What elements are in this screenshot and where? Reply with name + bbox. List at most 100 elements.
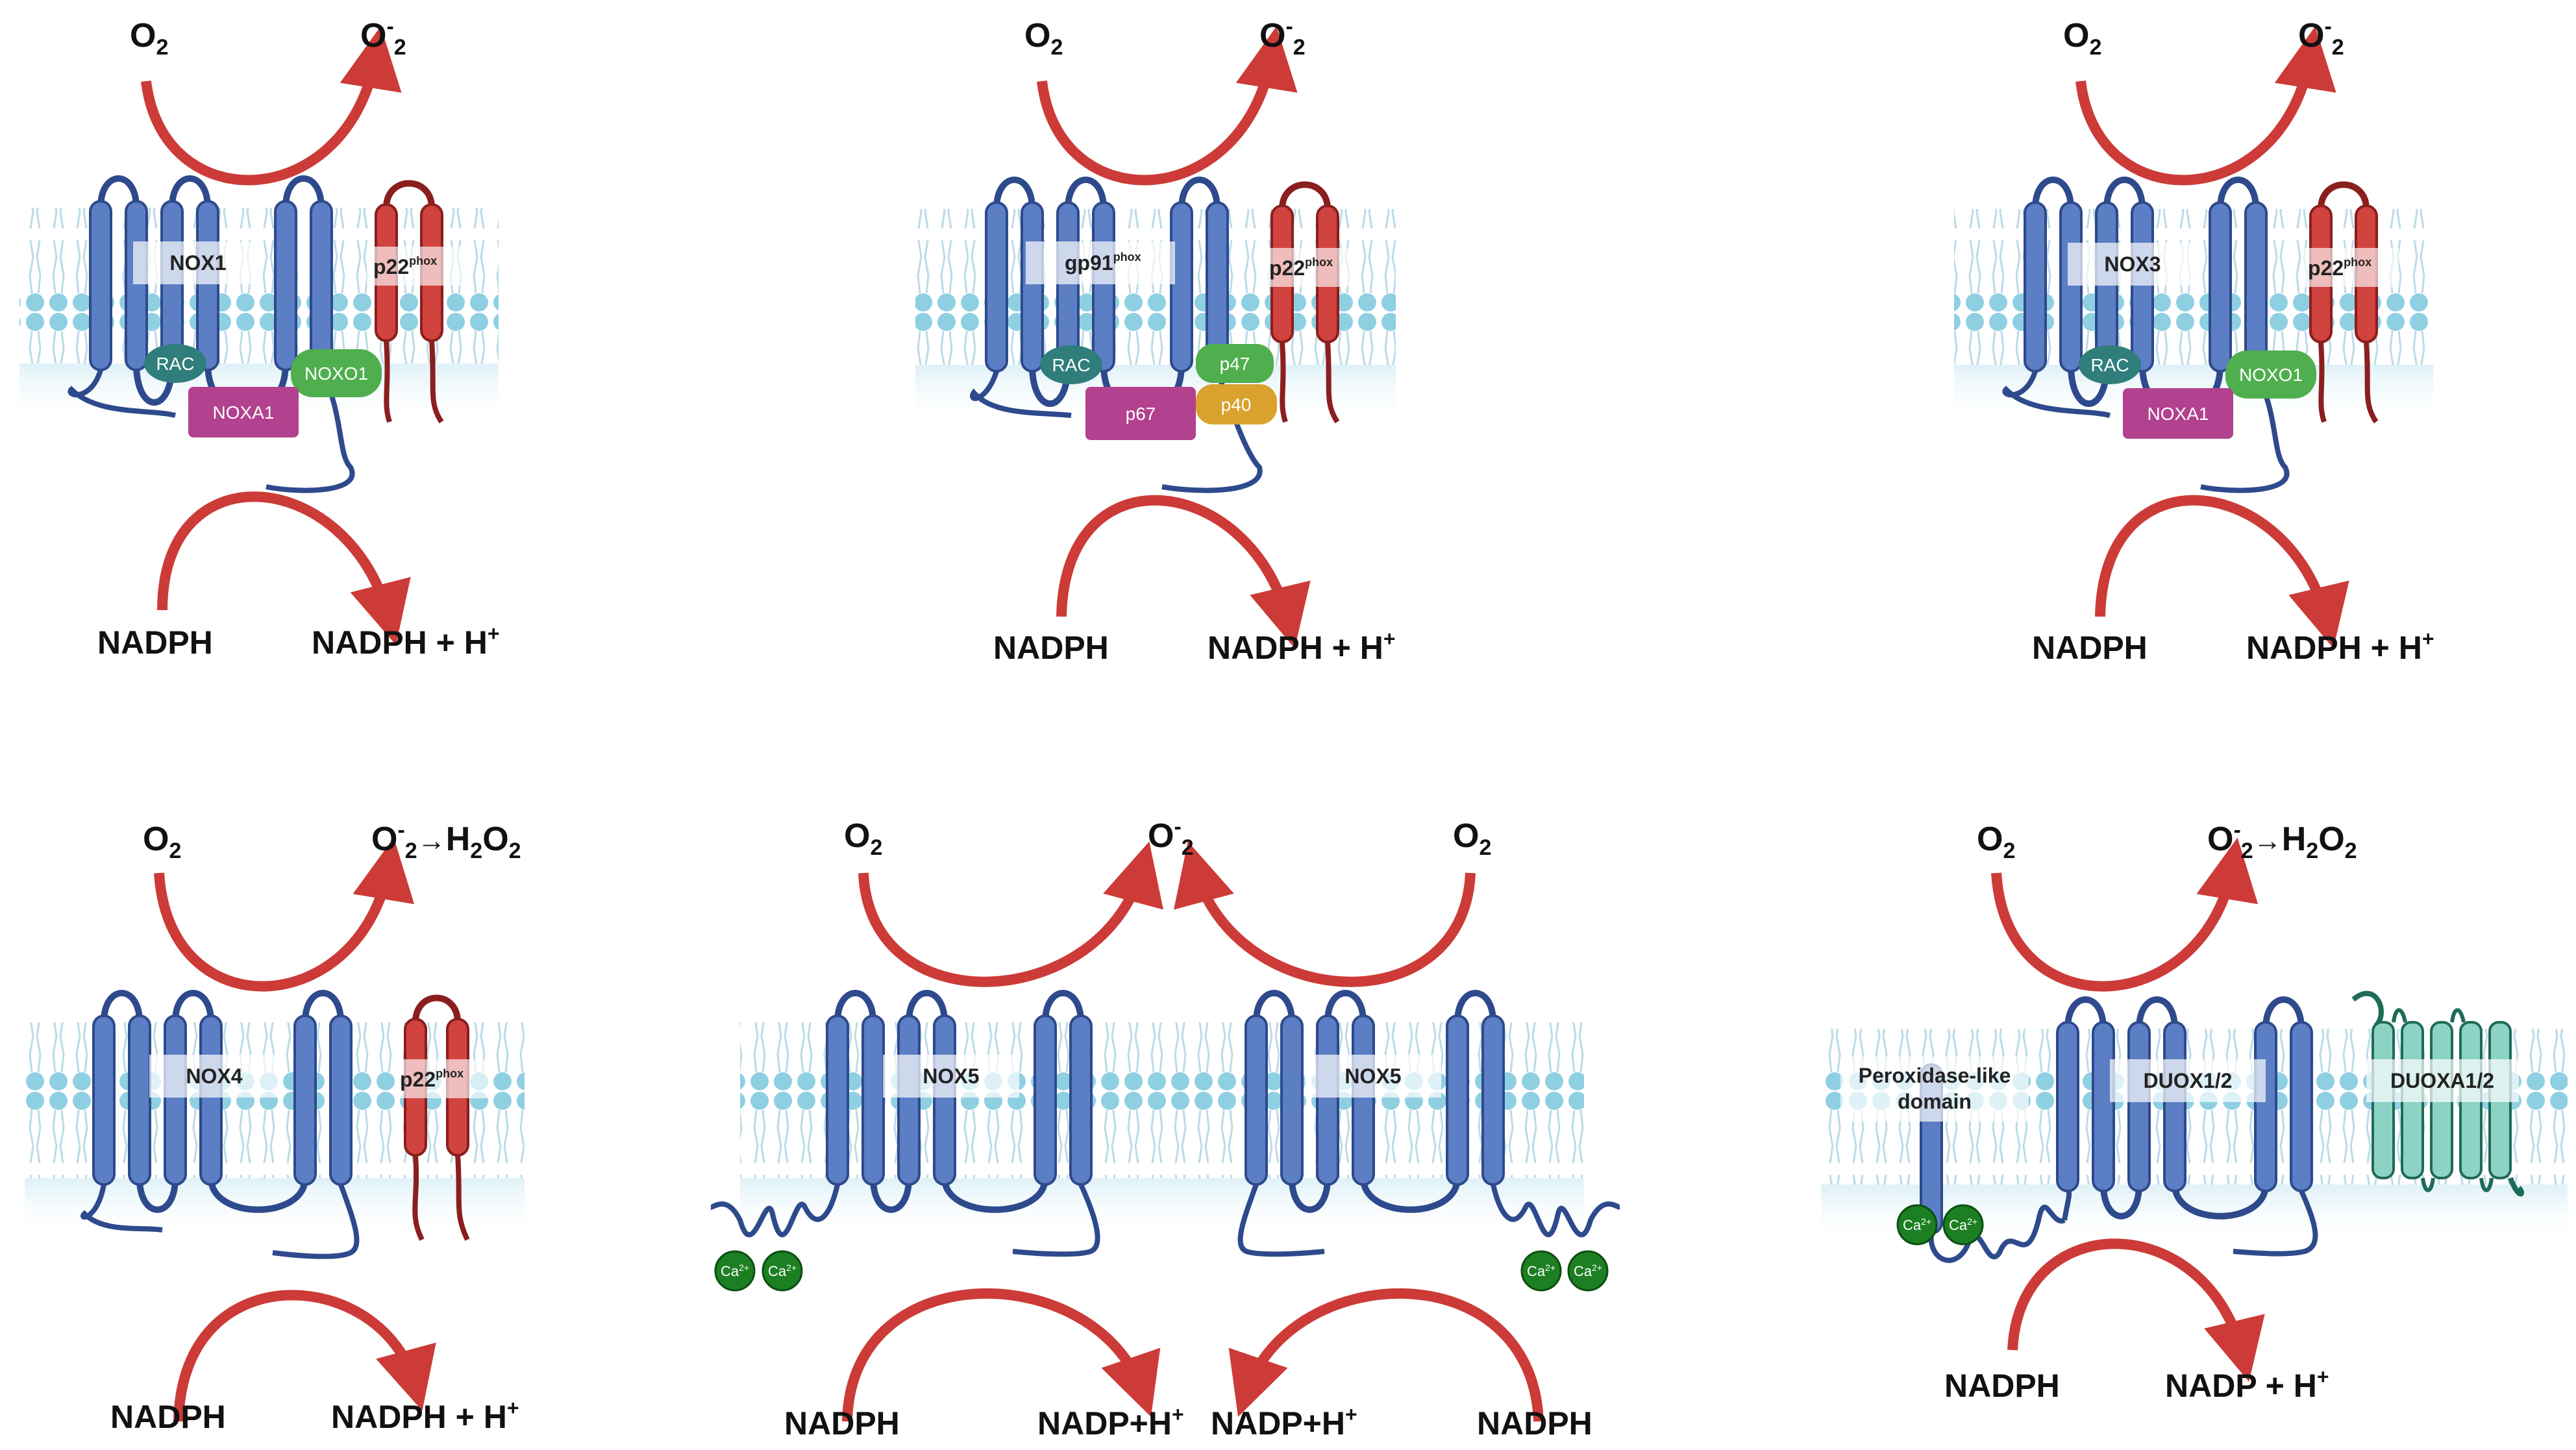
nadph-h-label: NADPH + H+ xyxy=(2246,627,2434,666)
peroxidase-label-line2: domain xyxy=(1898,1090,1972,1113)
nox5-right-helices xyxy=(1237,990,1621,1257)
calcium-right-1: Ca2+ xyxy=(1520,1250,1562,1292)
nadp-h-label-left: NADP+H+ xyxy=(1037,1403,1184,1442)
nox4-label: NOX4 xyxy=(186,1064,242,1088)
o2-label: O2 xyxy=(1977,820,2015,863)
o2-label: O2 xyxy=(2063,17,2101,60)
p40-label: p40 xyxy=(1221,395,1252,415)
superoxide-label: O-2 xyxy=(360,14,406,60)
p22phox-label-box xyxy=(367,247,464,286)
nox5-right-label-box xyxy=(1305,1055,1441,1098)
duox-label: DUOX1/2 xyxy=(2144,1069,2233,1092)
superoxide-arrow xyxy=(154,837,415,992)
nox1-label-box xyxy=(133,241,263,284)
nadph-label-right: NADPH xyxy=(1477,1405,1592,1442)
duoxa-label-box xyxy=(2366,1059,2519,1102)
panel-nox4: O2 O-2→H2O2 NOX4 p22phox NADPH NADPH + H… xyxy=(25,818,525,1435)
nox3-helices xyxy=(2002,177,2290,493)
p22phox-label: p22phox xyxy=(2308,256,2372,280)
nox5-left-label-box xyxy=(883,1055,1019,1098)
nadph-arrow xyxy=(1056,495,1311,648)
superoxide-arrow xyxy=(2075,26,2336,186)
o2-label-left: O2 xyxy=(844,817,882,860)
nox1-label: NOX1 xyxy=(169,251,226,275)
superoxide-h2o2-label: O-2→H2O2 xyxy=(2207,818,2357,863)
nadph-label: NADPH xyxy=(97,624,213,661)
noxo1-subunit xyxy=(291,349,382,397)
svg-text:Ca2+: Ca2+ xyxy=(721,1262,749,1279)
svg-text:Ca2+: Ca2+ xyxy=(1527,1262,1555,1279)
panel-duox: O2 O-2→H2O2 Peroxidase-like domain DUOX1… xyxy=(1821,818,2568,1404)
nadph-arrow-left xyxy=(842,1288,1161,1422)
p22phox-label-box xyxy=(2301,248,2399,287)
panel-nox5: O2 O-2 O2 NOX5 NOX5 Ca2+ Ca2+ Ca2+ Ca2+ xyxy=(710,815,1621,1442)
noxo1-label: NOXO1 xyxy=(304,363,368,384)
panel-nox2: O2 O-2 gp91phox p22phox RAC p47 p67 p40 … xyxy=(915,14,1396,666)
nox4-label-box xyxy=(149,1055,279,1098)
svg-text:Ca2+: Ca2+ xyxy=(768,1262,797,1279)
duoxa-label: DUOXA1/2 xyxy=(2390,1069,2494,1092)
nadph-label: NADPH xyxy=(993,630,1109,666)
nadph-arrow xyxy=(157,491,411,645)
nox5-left-label: NOX5 xyxy=(923,1064,979,1088)
p47-subunit xyxy=(1196,344,1274,383)
noxa1-label: NOXA1 xyxy=(213,402,275,423)
p40-subunit xyxy=(1196,384,1277,424)
nadph-label: NADPH xyxy=(2032,630,2148,666)
gp91phox-label-box xyxy=(1026,241,1175,284)
noxo1-subunit xyxy=(2225,350,2316,399)
p47-label: p47 xyxy=(1220,354,1250,374)
superoxide-arrow xyxy=(141,26,402,186)
superoxide-h2o2-label: O-2→H2O2 xyxy=(371,818,521,863)
nox5-right-label: NOX5 xyxy=(1344,1064,1401,1088)
noxa1-subunit xyxy=(2123,388,2233,439)
svg-text:Ca2+: Ca2+ xyxy=(1949,1216,1977,1233)
calcium-1: Ca2+ xyxy=(1896,1204,1938,1246)
peroxidase-label-line1: Peroxidase-like xyxy=(1859,1064,2011,1087)
p22phox-label: p22phox xyxy=(1269,256,1333,280)
nadph-arrow-right xyxy=(1228,1288,1544,1422)
p22phox-subunit xyxy=(404,994,470,1241)
rac-label: RAC xyxy=(156,354,194,374)
calcium-right-2: Ca2+ xyxy=(1567,1250,1609,1292)
p22phox-label-box xyxy=(1263,248,1360,287)
o2-label: O2 xyxy=(1024,17,1063,60)
gp91phox-label: gp91phox xyxy=(1065,251,1141,275)
p67-label: p67 xyxy=(1126,404,1156,424)
p22phox-subunit xyxy=(1270,181,1340,424)
p67-subunit xyxy=(1085,387,1196,440)
rac-label: RAC xyxy=(1052,355,1090,375)
rac-subunit xyxy=(1040,345,1102,384)
noxo1-label: NOXO1 xyxy=(2239,365,2303,385)
nadph-h-label: NADPH + H+ xyxy=(312,622,500,661)
superoxide-label: O-2 xyxy=(2298,14,2344,60)
nox4-helices xyxy=(80,990,360,1259)
panel-nox3: O2 O-2 NOX3 p22phox RAC NOXO1 NOXA1 NADP… xyxy=(1954,14,2434,666)
o2-label: O2 xyxy=(130,17,168,60)
nox3-label-box xyxy=(2068,243,2198,286)
svg-text:Ca2+: Ca2+ xyxy=(1903,1216,1931,1233)
superoxide-label: O-2 xyxy=(1148,815,1194,860)
duox-helices xyxy=(1920,996,2318,1263)
calcium-left-2: Ca2+ xyxy=(762,1250,803,1292)
noxa1-subunit xyxy=(188,387,299,437)
nadph-arrow xyxy=(2095,495,2349,648)
svg-text:Ca2+: Ca2+ xyxy=(1574,1262,1602,1279)
nadph-arrow xyxy=(173,1290,436,1422)
superoxide-label: O-2 xyxy=(1259,14,1306,60)
o2-label: O2 xyxy=(143,820,181,863)
noxa1-label: NOXA1 xyxy=(2148,404,2209,424)
nadph-h-label: NADPH + H+ xyxy=(331,1396,519,1435)
calcium-left-1: Ca2+ xyxy=(714,1250,756,1292)
nadph-label-left: NADPH xyxy=(784,1405,900,1442)
rac-subunit xyxy=(144,344,206,383)
p22phox-subunit xyxy=(2309,181,2379,424)
superoxide-arrow xyxy=(1991,837,2259,992)
p22phox-label: p22phox xyxy=(400,1067,464,1091)
rac-subunit xyxy=(2079,345,2141,384)
p22phox-label: p22phox xyxy=(373,254,437,278)
nadp-h-label: NADP + H+ xyxy=(2165,1365,2329,1404)
duox-label-box xyxy=(2110,1059,2266,1102)
nadph-label: NADPH xyxy=(110,1399,226,1435)
